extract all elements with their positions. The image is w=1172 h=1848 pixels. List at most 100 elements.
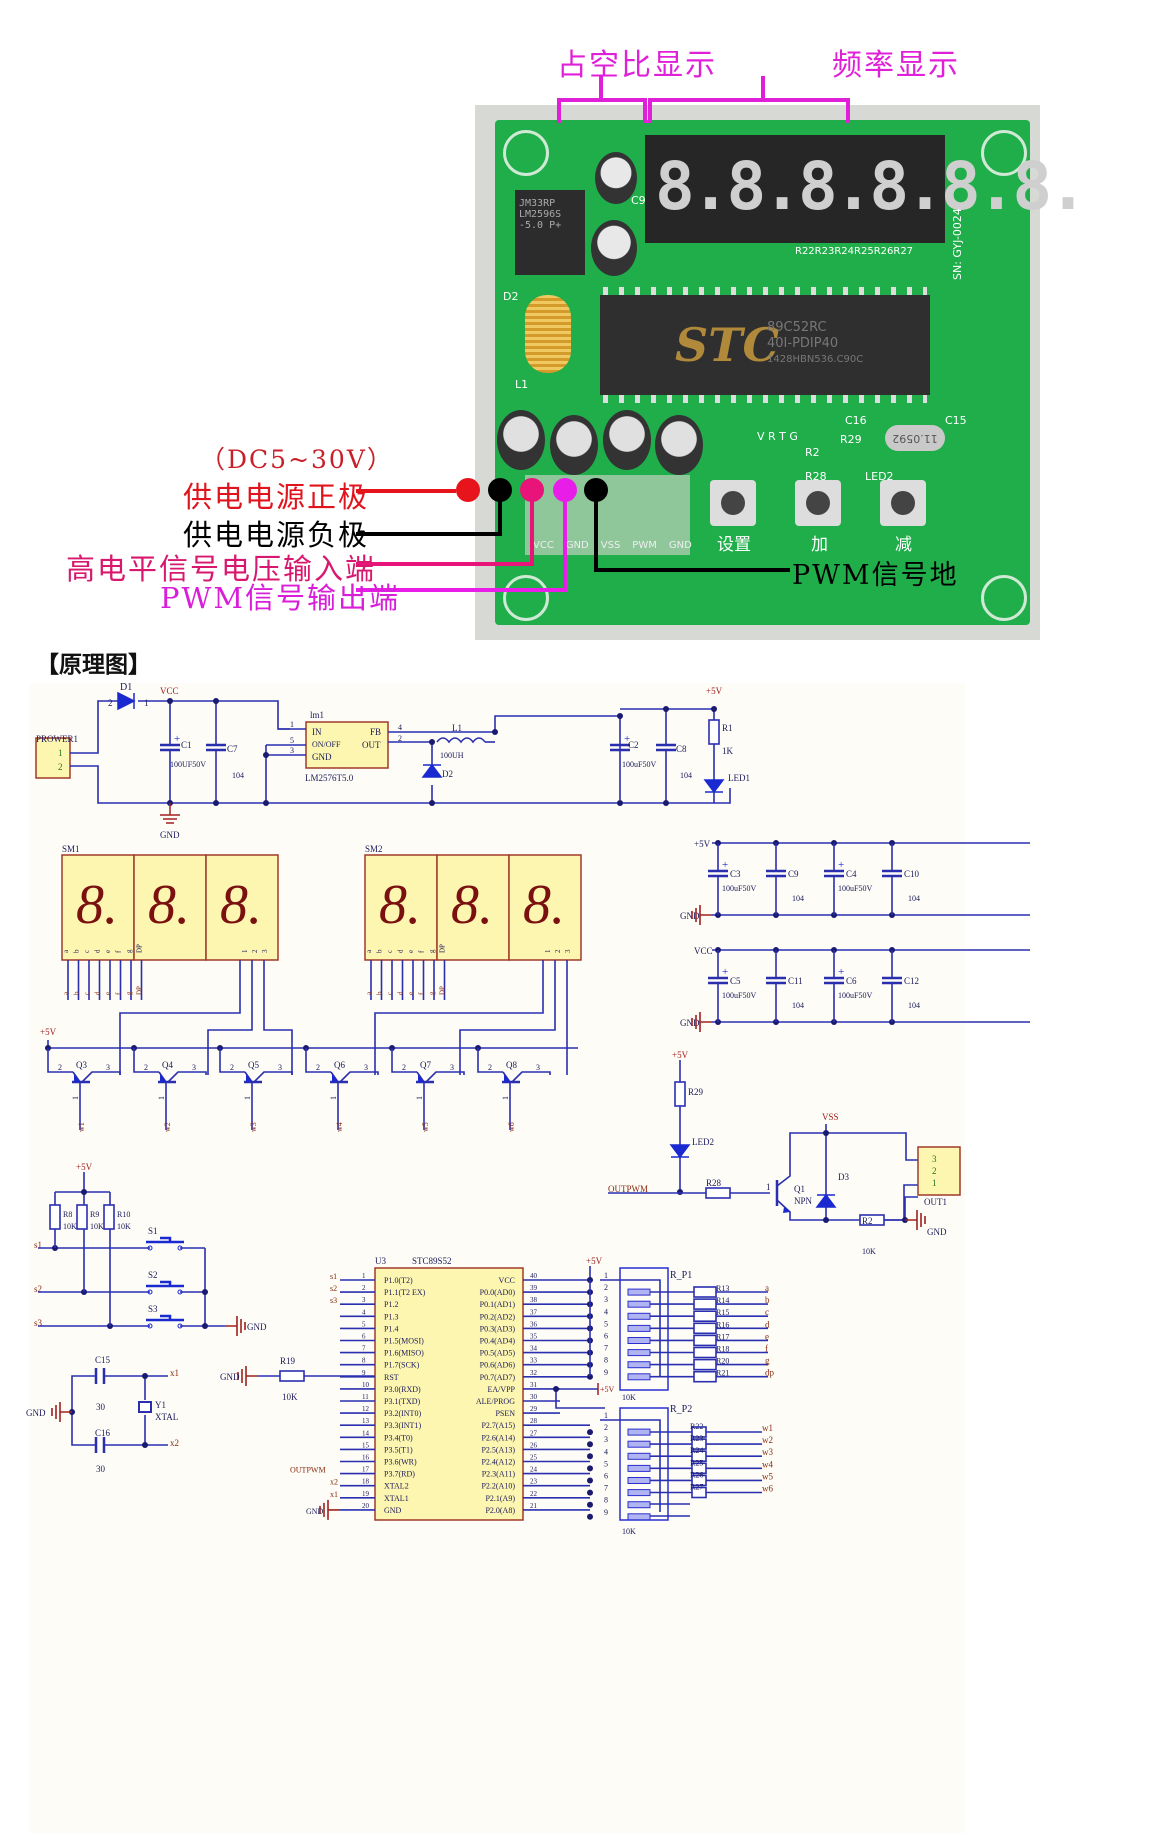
segment-net-label: a [765,1283,769,1293]
segment-net-label: c [765,1307,769,1317]
plus-button[interactable] [795,480,841,526]
mcu-pin-name: P1.6(MISO) [384,1349,424,1358]
led1-icon [703,779,725,794]
capacitor [591,220,637,276]
cap-ref-label: C10 [904,869,920,879]
series-resistor-label: R17 [716,1332,729,1341]
mcu-pin-number: 9 [362,1369,366,1377]
series-resistor-icon [693,1346,717,1359]
diode-d2-icon [421,763,443,778]
digit-net-label: w6 [762,1484,773,1494]
mcu-pin-number: 37 [530,1308,538,1316]
wire [600,1419,661,1512]
duty-bracket [557,76,647,123]
rp-pin-number: 4 [604,1447,608,1456]
pullup-resistor-icon [103,1204,115,1230]
segment-net-label: e [407,992,415,995]
series-resistor-icon [693,1322,717,1335]
segment-net-label: e [104,992,112,995]
ground-icon [691,1012,712,1032]
wire [119,960,293,1075]
transistor-wires [133,1048,207,1130]
series-resistor-label: R24 [690,1446,703,1455]
mcu-pin-name: P2.3(A11) [482,1470,516,1479]
transistor-arrow-icon [160,1074,166,1082]
pin-label: 1 [157,1096,166,1100]
mcu-pin-number: 27 [530,1429,538,1437]
crystal-y1-icon [138,1401,152,1413]
transistor-ref-label: Q3 [76,1060,87,1070]
outpwm-net-label: OUTPWM [608,1184,648,1194]
c1-icon [160,743,180,752]
lm2576-regulator [305,721,389,769]
series-resistor-icon [693,1334,717,1347]
rp-pin-number: 9 [604,1508,608,1517]
transistor-ref-label: Q4 [162,1060,173,1070]
series-resistor-label: R26 [690,1470,703,1479]
junction-dot [587,1441,593,1448]
pushbutton-icon [146,1280,184,1288]
decoupling-cap-icon [708,869,728,878]
transistor-wires [219,1048,293,1130]
key-net-label: s2 [34,1284,42,1294]
junction-dot [492,729,498,735]
cap-value-label: 100uF50V [722,884,756,893]
r2-label: R2 [862,1216,873,1226]
junction-dot [429,739,435,745]
series-resistor-label: R14 [716,1296,729,1305]
mcu-pin-name: P0.0(AD0) [480,1288,516,1297]
capacitor [550,415,598,475]
mcu-pin-number: 7 [362,1345,366,1353]
seven-seg-digit: 8. [379,874,421,936]
mount-hole-icon [503,130,549,176]
mcu-pin-name: P2.0(A8) [485,1506,515,1515]
segment-net-label: a [365,991,373,995]
set-button[interactable] [710,480,756,526]
mcu-part-label: STC89S52 [412,1256,452,1266]
mcu-net-label: OUTPWM [290,1466,326,1475]
c15-value: 30 [96,1402,106,1412]
digit-net-label: w5 [762,1471,773,1481]
ground-icon [51,1402,72,1422]
mcu-pin-name: P0.5(AD5) [480,1349,516,1358]
minus-button[interactable] [880,480,926,526]
series-resistor-label: R13 [716,1284,729,1293]
rp-element-icon [627,1337,651,1344]
pin-label: 3 [106,1063,110,1072]
rail-label: +5V [694,839,711,849]
mcu-pin-number: 12 [362,1405,370,1413]
mount-hole-icon [503,575,549,621]
junction-dot [663,706,669,712]
vcc-label: VCC [160,686,179,696]
pin-label: 5 [290,736,294,745]
mcu-pin-name: P2.6(A14) [481,1433,515,1442]
junction-dot [429,800,435,806]
gnd-label: GND [160,830,180,840]
rp-pin-number: 7 [604,1484,608,1493]
mcu-pin-name: P1.7(SCK) [384,1361,420,1370]
junction-dot [617,713,623,719]
segment-net-label: f [765,1344,768,1354]
rp-pin-number: 7 [604,1344,608,1353]
silk-c16: C16 [845,414,867,427]
mcu-pin-name: P2.4(A12) [481,1458,515,1467]
mount-hole-icon [981,130,1027,176]
digit-pin-label: 2 [554,949,562,953]
pullup-resistor-icon [49,1204,61,1230]
junction-dot [142,1373,148,1379]
plus5v-label: +5V [76,1162,93,1172]
seven-seg-digit: 8. [523,874,565,936]
rp-pin-number: 5 [604,1319,608,1328]
decoupling-cap-icon [882,976,902,985]
y1-value: XTAL [155,1412,178,1422]
rp-element-icon [627,1477,651,1484]
resistor-value-label: 10K [90,1222,104,1231]
xtal-net-label: x1 [170,1368,179,1378]
mcu-pin-name: RST [384,1373,399,1382]
mcu-net-label: s2 [330,1284,337,1293]
junction-dot [202,1323,208,1329]
segment-net-label: d [94,991,102,995]
series-resistor-label: R21 [716,1369,729,1378]
switch-contact-icon [177,1289,183,1295]
ground-icon [691,905,712,925]
